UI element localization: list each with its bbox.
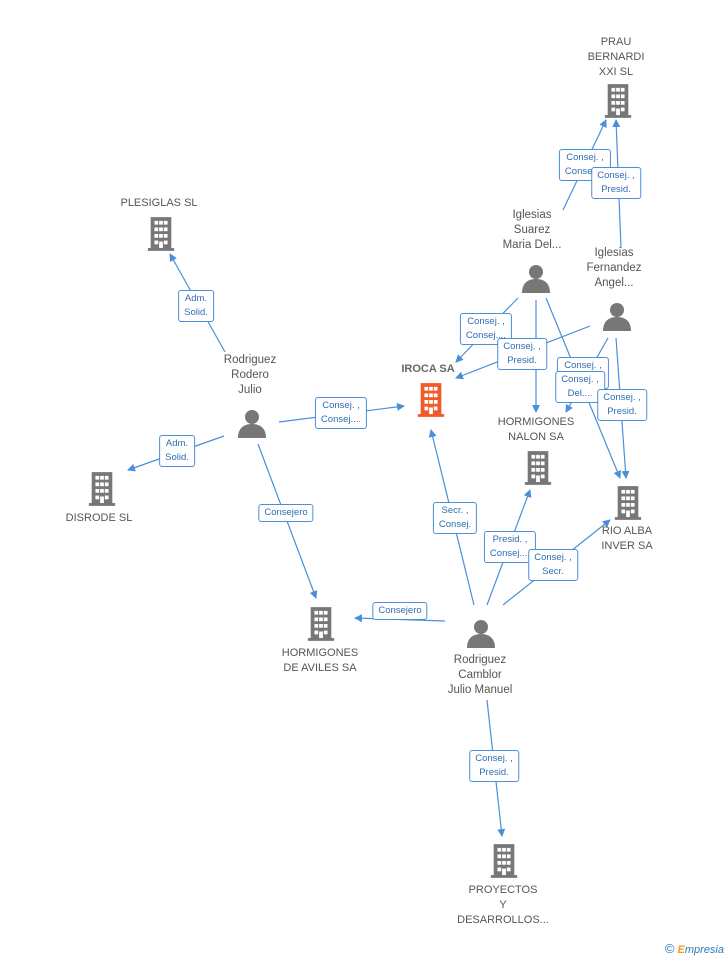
node-label-hormigones-nalon[interactable]: HORMIGONES NALON SA bbox=[497, 416, 575, 443]
node-label-plesiglas[interactable]: PLESIGLAS SL bbox=[120, 197, 198, 209]
edge-label-rodero-iroca[interactable]: Consej. , Consej.... bbox=[314, 397, 368, 429]
node-label-disrode[interactable]: DISRODE SL bbox=[65, 512, 133, 524]
node-label-iglesias-fernandez[interactable]: Iglesias Fernandez Angel... bbox=[586, 247, 642, 289]
node-label-iglesias-suarez[interactable]: Iglesias Suarez Maria Del... bbox=[502, 209, 562, 251]
building-icon[interactable] bbox=[146, 217, 176, 251]
node-label-iroca[interactable]: IROCA SA bbox=[401, 363, 455, 375]
node-label-prau[interactable]: PRAU BERNARDI XXI SL bbox=[587, 36, 645, 78]
edge-label-suarez-rioalba[interactable]: Consej. , Del.... bbox=[555, 371, 605, 403]
person-icon[interactable] bbox=[521, 263, 551, 293]
building-icon[interactable] bbox=[613, 486, 643, 520]
node-label-proyectos[interactable]: PROYECTOS Y DESARROLLOS... bbox=[457, 884, 549, 926]
edge-label-camblor-iroca[interactable]: Secr. , Consej. bbox=[432, 502, 478, 534]
edge-label-camblor-aviles[interactable]: Consejero bbox=[372, 602, 428, 620]
node-label-hormigones-aviles[interactable]: HORMIGONES DE AVILES SA bbox=[281, 647, 359, 674]
edge-label-camblor-proyectos[interactable]: Consej. , Presid. bbox=[469, 750, 519, 782]
building-icon[interactable] bbox=[523, 451, 553, 485]
edge-label-camblor-rioalba[interactable]: Consej. , Secr. bbox=[528, 549, 578, 581]
copyright-icon: © bbox=[664, 941, 675, 956]
edge-label-suarez-prau[interactable]: Consej. , Consej.... bbox=[558, 149, 612, 181]
node-label-rodriguez-camblor[interactable]: Rodriguez Camblor Julio Manuel bbox=[447, 654, 513, 696]
building-icon[interactable] bbox=[87, 472, 117, 506]
person-icon[interactable] bbox=[237, 408, 267, 438]
person-icon[interactable] bbox=[602, 301, 632, 331]
edge-label-fernandez-iroca[interactable]: Consej. , Presid. bbox=[497, 338, 547, 370]
edge-label-rodero-aviles[interactable]: Consejero bbox=[258, 504, 314, 522]
node-label-rodriguez-rodero[interactable]: Rodriguez Rodero Julio bbox=[223, 354, 277, 396]
edge-label-fernandez-prau[interactable]: Consej. , Presid. bbox=[591, 167, 641, 199]
node-label-rio-alba[interactable]: RIO ALBA INVER SA bbox=[601, 525, 653, 552]
edge-label-rodero-plesiglas[interactable]: Adm. Solid. bbox=[178, 290, 214, 322]
edge-label-camblor-nalon[interactable]: Presid. , Consej.... bbox=[483, 531, 537, 563]
person-icon[interactable] bbox=[466, 618, 496, 648]
footer-brand: © Empresia bbox=[665, 941, 724, 956]
building-icon[interactable] bbox=[416, 383, 446, 417]
building-icon[interactable] bbox=[306, 607, 336, 641]
edge-label-fernandez-rioalba[interactable]: Consej. , Presid. bbox=[597, 389, 647, 421]
brand-logo: Empresia bbox=[677, 944, 724, 956]
building-icon[interactable] bbox=[603, 84, 633, 118]
building-icon[interactable] bbox=[489, 844, 519, 878]
edge-label-rodero-disrode[interactable]: Adm. Solid. bbox=[159, 435, 195, 467]
